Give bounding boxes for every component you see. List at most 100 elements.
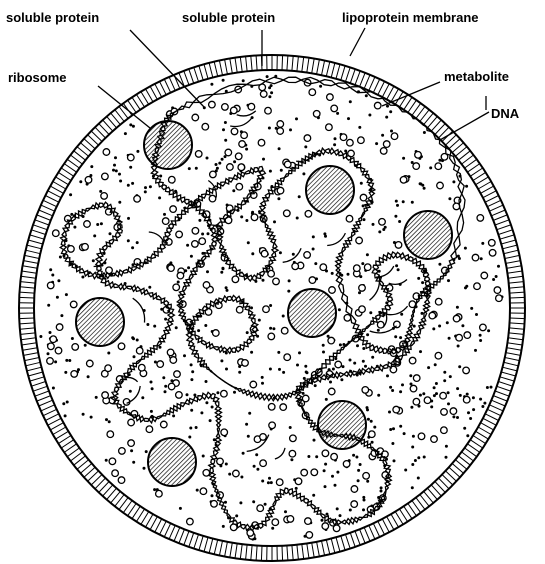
- metabolite-circle: [202, 123, 209, 130]
- protein-dot: [268, 95, 271, 98]
- protein-dot: [129, 166, 132, 169]
- metabolite-circle: [489, 250, 496, 257]
- protein-dot: [164, 390, 167, 393]
- protein-dot: [419, 350, 422, 353]
- protein-dot: [411, 486, 414, 489]
- metabolite-circle: [251, 214, 258, 221]
- protein-dot: [133, 355, 136, 358]
- metabolite-circle: [156, 490, 163, 497]
- protein-dot: [381, 134, 384, 137]
- protein-dot: [307, 455, 310, 458]
- protein-dot: [153, 488, 156, 491]
- metabolite-circle: [380, 148, 387, 155]
- protein-dot: [270, 91, 273, 94]
- protein-dot: [39, 335, 42, 338]
- protein-dot: [68, 359, 71, 362]
- protein-dot: [49, 268, 52, 271]
- metabolite-circle: [177, 272, 184, 279]
- protein-dot: [429, 166, 432, 169]
- protein-dot: [211, 406, 214, 409]
- metabolite-circle: [235, 153, 242, 160]
- protein-dot: [132, 461, 135, 464]
- protein-dot: [56, 296, 59, 299]
- metabolite-circle: [48, 343, 55, 350]
- protein-dot: [205, 401, 208, 404]
- metabolite-circle: [241, 132, 248, 139]
- protein-dot: [204, 324, 207, 327]
- metabolite-circle: [292, 263, 299, 270]
- protein-dot: [417, 456, 420, 459]
- protein-dot: [397, 268, 400, 271]
- protein-dot: [402, 157, 405, 160]
- protein-dot: [384, 226, 387, 229]
- metabolite-circle: [306, 532, 313, 539]
- protein-dot: [206, 270, 209, 273]
- protein-dot: [480, 257, 483, 260]
- protein-dot: [240, 215, 243, 218]
- protein-dot: [220, 271, 223, 274]
- protein-dot: [331, 272, 334, 275]
- protein-dot: [158, 196, 161, 199]
- protein-dot: [495, 275, 498, 278]
- protein-dot: [271, 527, 274, 530]
- metabolite-circle: [277, 121, 284, 128]
- protein-dot: [296, 364, 299, 367]
- protein-dot: [358, 126, 361, 129]
- protein-dot: [222, 128, 225, 131]
- metabolite-circle: [409, 357, 416, 364]
- protein-dot: [325, 398, 328, 401]
- protein-dot: [164, 385, 167, 388]
- metabolite-circle: [363, 473, 370, 480]
- protein-dot: [52, 387, 55, 390]
- protein-dot: [71, 337, 74, 340]
- metabolite-circle: [477, 215, 484, 222]
- protein-dot: [258, 319, 261, 322]
- protein-dot: [392, 427, 395, 430]
- protein-dot: [402, 200, 405, 203]
- protein-dot: [448, 197, 451, 200]
- protein-dot: [472, 396, 475, 399]
- protein-dot: [366, 406, 369, 409]
- metabolite-circle: [331, 453, 338, 460]
- protein-dot: [266, 75, 269, 78]
- protein-dot: [149, 185, 152, 188]
- protein-dot: [363, 499, 366, 502]
- metabolite-circle: [53, 230, 60, 237]
- protein-dot: [252, 500, 255, 503]
- protein-dot: [438, 325, 441, 328]
- metabolite-circle: [260, 434, 267, 441]
- protein-dot: [233, 391, 236, 394]
- protein-dot: [321, 519, 324, 522]
- protein-dot: [456, 416, 459, 419]
- protein-dot: [251, 252, 254, 255]
- metabolite-circle: [273, 278, 280, 285]
- protein-dot: [232, 189, 235, 192]
- protein-dot: [380, 490, 383, 493]
- protein-dot: [195, 167, 198, 170]
- metabolite-circle: [56, 324, 63, 331]
- protein-dot: [322, 344, 325, 347]
- metabolite-circle: [236, 306, 243, 313]
- protein-dot: [145, 450, 148, 453]
- metabolite-circle: [435, 298, 442, 305]
- metabolite-circle: [268, 333, 275, 340]
- protein-dot: [394, 335, 397, 338]
- protein-dot: [280, 169, 283, 172]
- protein-dot: [336, 507, 339, 510]
- protein-dot: [289, 426, 292, 429]
- protein-dot: [238, 371, 241, 374]
- protein-dot: [247, 241, 250, 244]
- metabolite-circle: [309, 277, 316, 284]
- metabolite-circle: [263, 306, 270, 313]
- metabolite-circle: [463, 367, 470, 374]
- protein-dot: [479, 398, 482, 401]
- protein-dot: [487, 329, 490, 332]
- protein-dot: [481, 405, 484, 408]
- metabolite-circle: [328, 337, 335, 344]
- protein-dot: [65, 293, 68, 296]
- protein-dot: [378, 230, 381, 233]
- protein-dot: [60, 314, 63, 317]
- protein-dot: [472, 408, 475, 411]
- protein-dot: [222, 79, 225, 82]
